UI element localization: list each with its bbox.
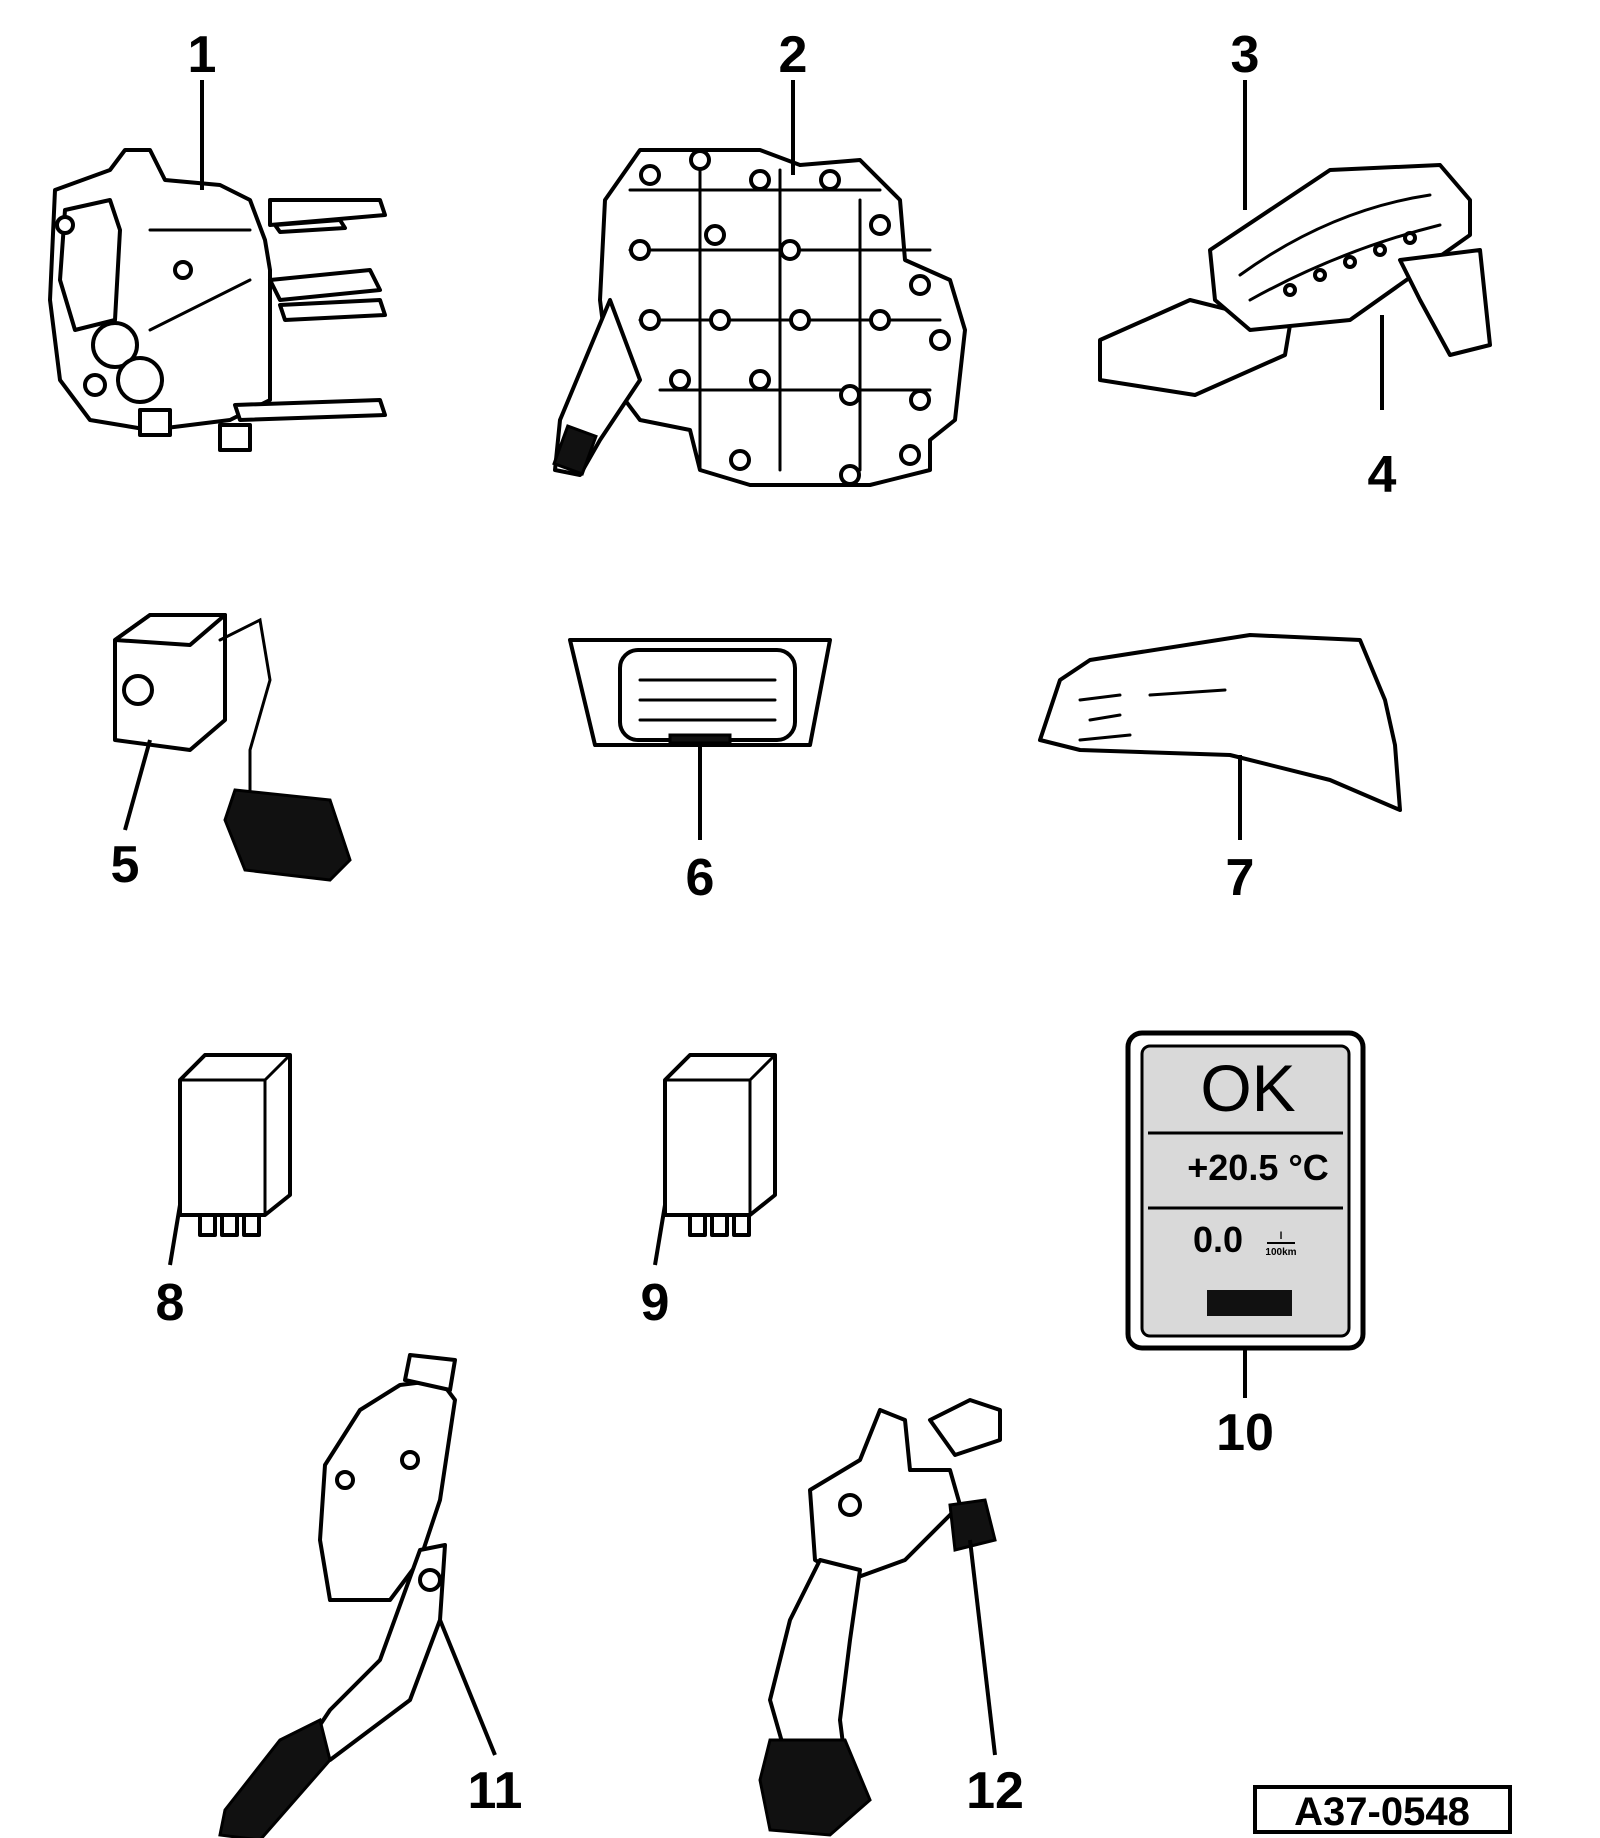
display-consumption-unit-top: l [1280,1231,1283,1242]
part-2-drawing [552,148,967,487]
callout-12: 12 [966,1762,1024,1820]
callout-4: 4 [1368,446,1397,504]
leader-5 [123,739,152,831]
part-3-drawing [1098,163,1492,397]
callout-5: 5 [111,836,140,894]
callout-2: 2 [779,26,808,84]
callout-9: 9 [641,1274,670,1332]
callout-3: 3 [1231,26,1260,84]
display-gear-indicator [1207,1290,1292,1316]
part-1-drawing [48,148,387,452]
part-6-drawing [568,638,832,747]
callout-1: 1 [188,26,217,84]
part-5-drawing [113,613,352,882]
callout-7: 7 [1226,849,1255,907]
figure-id-box [1253,1785,1512,1834]
leader-12 [968,1539,997,1756]
figure-id: A37-0548 [1294,1790,1470,1834]
leader-9 [653,1204,667,1266]
leader-11 [438,1619,497,1756]
callout-11: 11 [468,1762,523,1820]
part-9-drawing [663,1053,777,1237]
leader-8 [168,1204,182,1266]
display-temperature: +20.5 °C [1187,1147,1329,1188]
part-12-drawing [758,1398,1002,1837]
callout-6: 6 [686,849,715,907]
callout-8: 8 [156,1274,185,1332]
display-status: OK [1200,1051,1295,1125]
part-7-drawing [1038,633,1402,812]
display-consumption-unit-bottom: 100km [1265,1247,1296,1258]
part-10-display: OK +20.5 °C 0.0 l 100km [1125,1030,1366,1351]
part-8-drawing [178,1053,292,1237]
callout-10: 10 [1216,1404,1274,1462]
display-consumption-value: 0.0 [1193,1219,1243,1260]
part-11-drawing [218,1353,457,1838]
